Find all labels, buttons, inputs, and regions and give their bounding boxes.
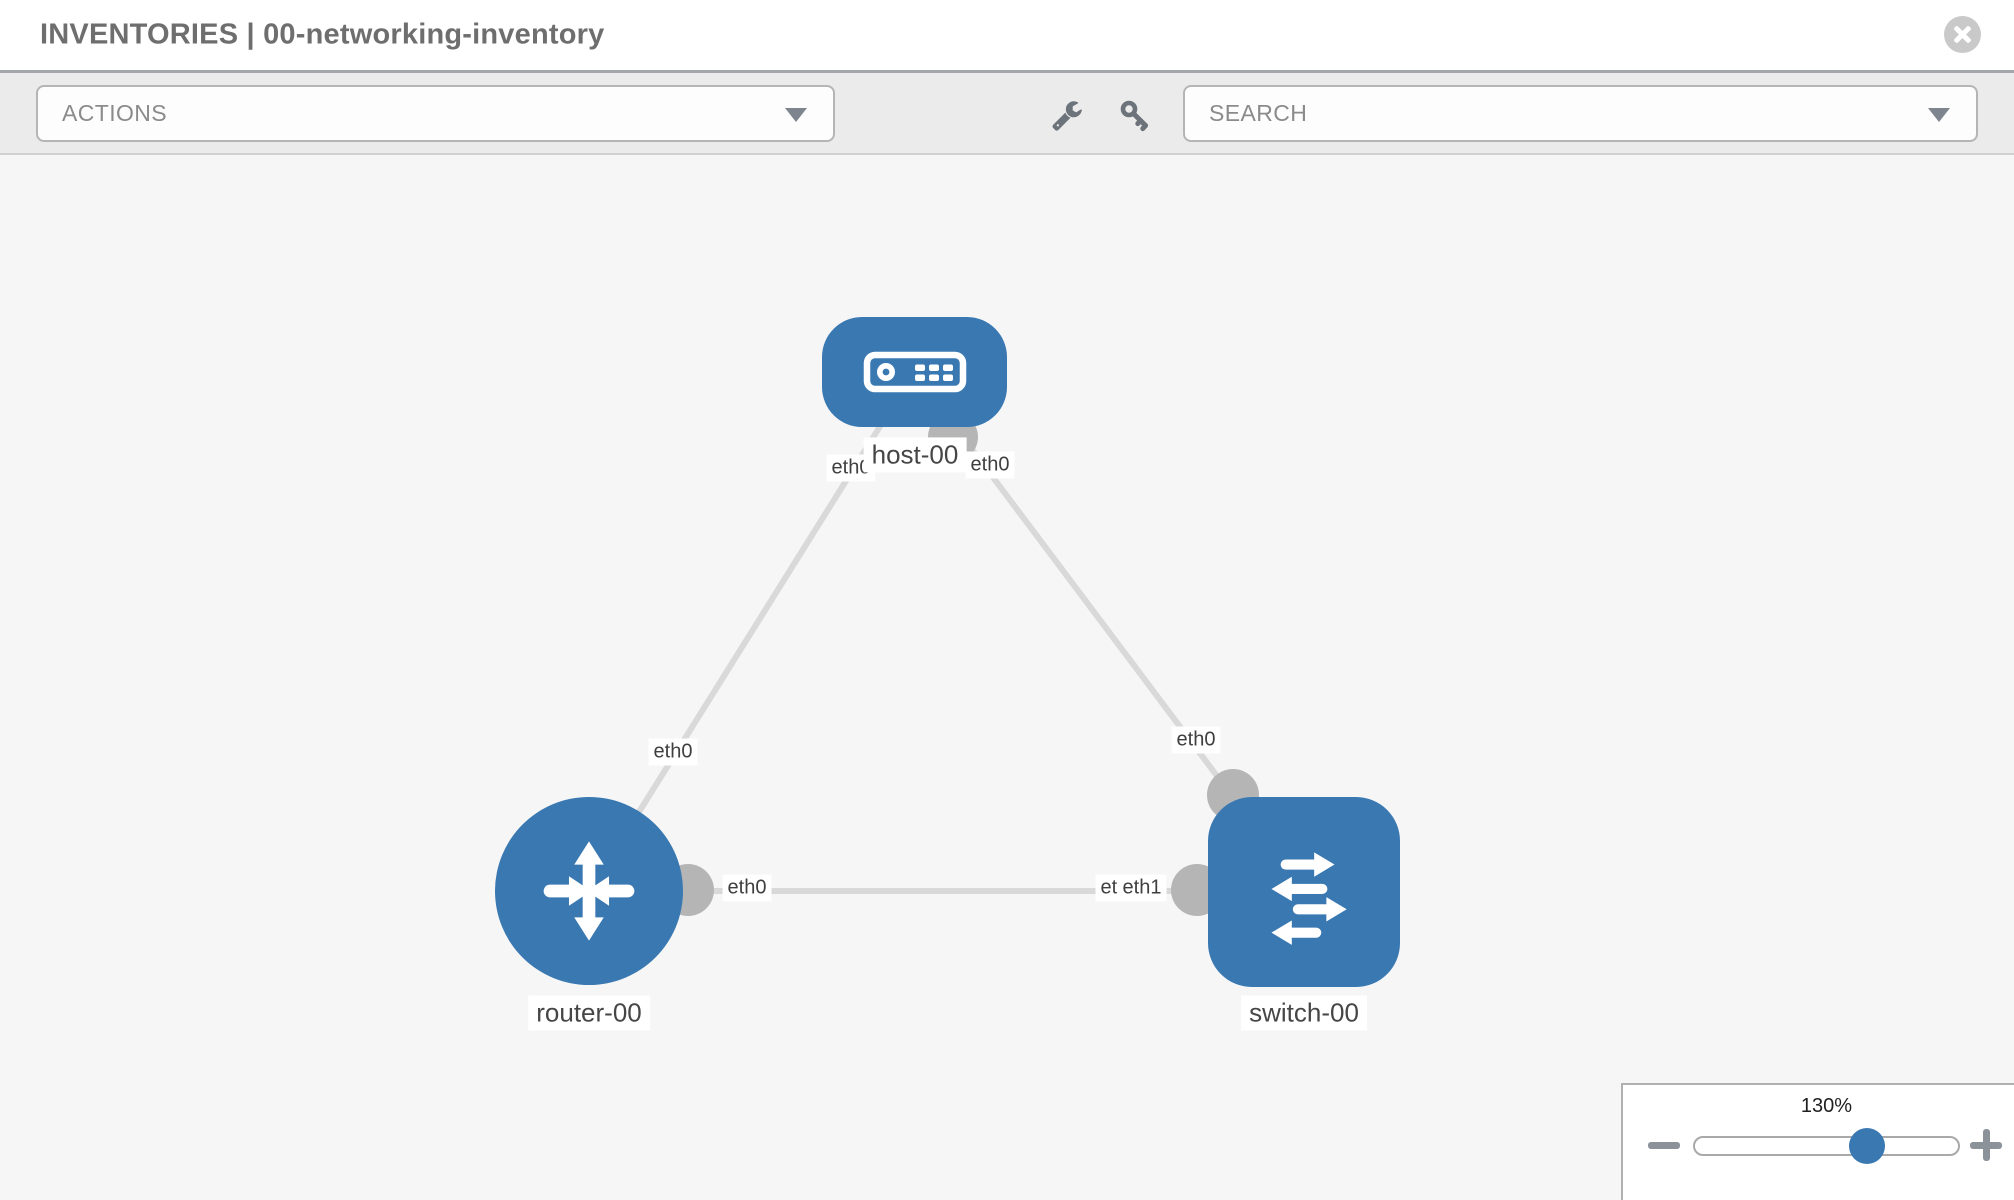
port-label: eth0 <box>1171 726 1221 754</box>
plus-icon <box>1983 1129 1990 1161</box>
chevron-down-icon <box>1928 107 1950 122</box>
close-button[interactable] <box>1944 16 1981 53</box>
topology-canvas[interactable]: eth0 eth0 eth0 eth0 eth0 eth1 eth0 host-… <box>0 155 2014 1200</box>
port-label: eth1 <box>1117 874 1167 902</box>
port-label: eth0 <box>965 451 1015 479</box>
port-label: eth0 <box>722 874 772 902</box>
search-dropdown[interactable]: SEARCH <box>1183 85 1978 142</box>
zoom-slider-handle[interactable] <box>1849 1128 1885 1164</box>
zoom-slider[interactable] <box>1693 1128 1960 1164</box>
links-layer <box>586 370 1307 916</box>
host-icon <box>863 351 966 393</box>
key-icon <box>1120 100 1148 132</box>
chevron-down-icon <box>785 107 807 122</box>
zoom-out-button[interactable] <box>1648 1142 1680 1149</box>
zoom-level-value: 130% <box>1800 1095 1853 1117</box>
router-icon <box>543 841 635 941</box>
zoom-in-button[interactable] <box>1970 1129 2002 1161</box>
node-host-00[interactable] <box>822 317 1007 427</box>
zoom-control-panel: 130% <box>1621 1083 2014 1200</box>
node-label-router: router-00 <box>528 995 650 1031</box>
credentials-button[interactable] <box>1117 97 1153 133</box>
wrench-icon <box>1052 101 1082 131</box>
node-label-switch: switch-00 <box>1241 995 1367 1031</box>
node-label-host: host-00 <box>863 437 967 473</box>
search-input: SEARCH <box>1209 100 1308 126</box>
switch-icon <box>1271 852 1347 945</box>
actions-dropdown[interactable]: ACTIONS <box>36 85 835 142</box>
header-bar: INVENTORIES | 00-networking-inventory <box>0 0 2014 70</box>
node-router-00[interactable] <box>495 797 683 985</box>
adhoc-command-button[interactable] <box>1049 97 1085 133</box>
page-title: INVENTORIES | 00-networking-inventory <box>40 18 605 51</box>
port-label: eth0 <box>648 738 698 766</box>
actions-dropdown-label: ACTIONS <box>62 100 168 126</box>
node-switch-00[interactable] <box>1208 797 1400 987</box>
